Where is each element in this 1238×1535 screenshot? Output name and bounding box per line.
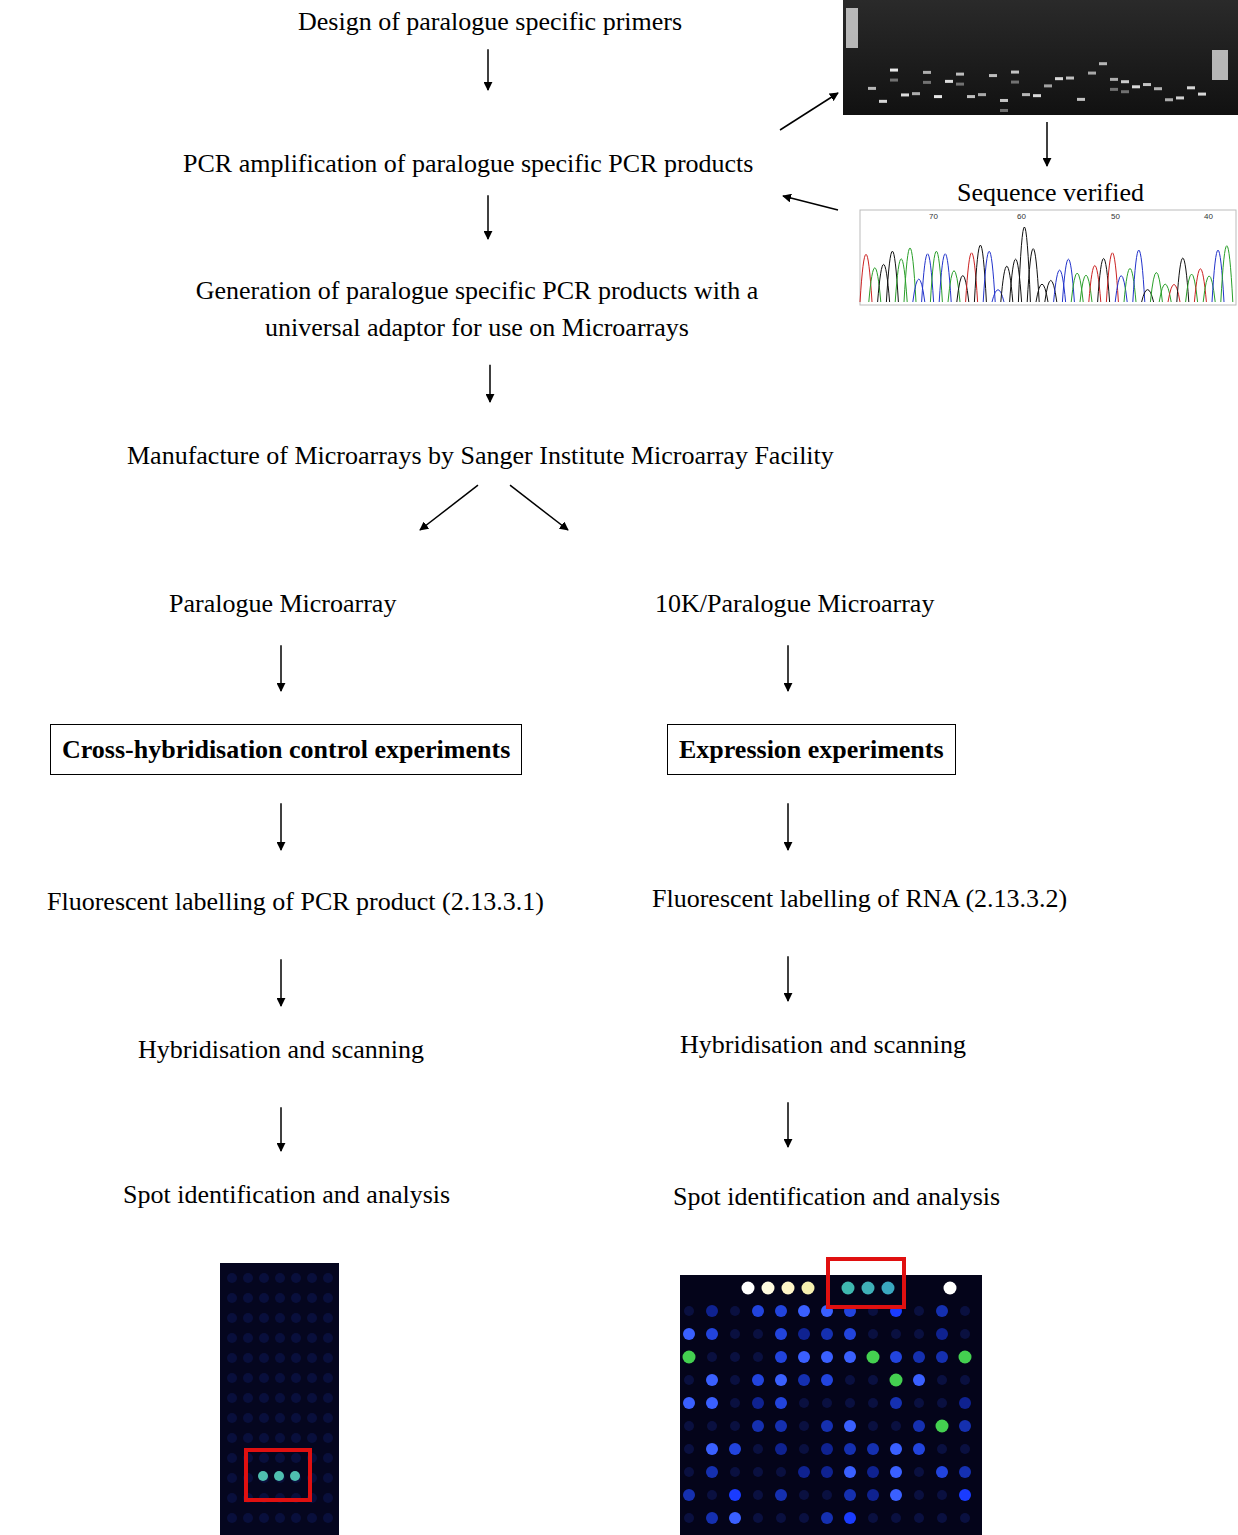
step-text: Hybridisation and scanning xyxy=(680,1029,966,1060)
array-spots xyxy=(227,1273,333,1523)
step-text: 10K/Paralogue Microarray xyxy=(655,588,934,619)
flow-arrow xyxy=(280,803,282,850)
step-text: Fluorescent labelling of RNA (2.13.3.2) xyxy=(652,883,1067,914)
flow-arrow xyxy=(420,485,478,530)
scale-number: 70 xyxy=(929,212,938,221)
flow-arrow xyxy=(787,803,789,850)
process-box: Expression experiments xyxy=(667,724,956,775)
step-text: Paralogue Microarray xyxy=(169,588,396,619)
step-text: Spot identification and analysis xyxy=(673,1181,1000,1212)
step-text: PCR amplification of paralogue specific … xyxy=(183,148,753,179)
flow-arrow xyxy=(280,645,282,691)
process-box: Cross-hybridisation control experiments xyxy=(50,724,522,775)
microarray-scan xyxy=(680,1275,982,1535)
flow-arrow xyxy=(787,645,789,691)
step-label: Sequence verified xyxy=(957,177,1144,208)
step-text: Hybridisation and scanning xyxy=(138,1034,424,1065)
flow-arrow xyxy=(489,365,491,402)
highlight-box xyxy=(246,1450,310,1500)
step-label: 10K/Paralogue Microarray xyxy=(655,588,934,619)
step-label: Generation of paralogue specific PCR pro… xyxy=(167,273,787,347)
arrow xyxy=(783,196,838,210)
step-label: Paralogue Microarray xyxy=(169,588,396,619)
step-label: Spot identification and analysis xyxy=(123,1179,450,1210)
step-label: Design of paralogue specific primers xyxy=(298,6,682,37)
highlight-box xyxy=(828,1259,904,1307)
flow-arrow xyxy=(280,1107,282,1151)
flow-arrow xyxy=(487,195,489,239)
step-text: Manufacture of Microarrays by Sanger Ins… xyxy=(127,440,834,471)
step-label: Expression experiments xyxy=(679,734,944,765)
step-text: Design of paralogue specific primers xyxy=(298,6,682,37)
array-spots xyxy=(683,1282,972,1525)
flow-arrow xyxy=(787,956,789,1001)
step-text: Sequence verified xyxy=(957,177,1144,208)
step-text: Generation of paralogue specific PCR pro… xyxy=(167,273,787,347)
chromatogram-trace xyxy=(860,227,1233,302)
gel-bands xyxy=(846,8,1228,112)
arrow xyxy=(780,93,838,130)
step-label: Fluorescent labelling of RNA (2.13.3.2) xyxy=(652,883,1067,914)
step-label: Cross-hybridisation control experiments xyxy=(62,734,510,765)
step-label: Hybridisation and scanning xyxy=(680,1029,966,1060)
flow-arrow xyxy=(787,1102,789,1147)
gel-image xyxy=(843,0,1238,115)
arrow xyxy=(1046,122,1048,166)
step-label: Hybridisation and scanning xyxy=(138,1034,424,1065)
scale-number: 50 xyxy=(1111,212,1120,221)
step-label: PCR amplification of paralogue specific … xyxy=(183,148,753,179)
chromatogram xyxy=(860,210,1236,305)
step-label: Manufacture of Microarrays by Sanger Ins… xyxy=(127,440,834,471)
step-text: Spot identification and analysis xyxy=(123,1179,450,1210)
step-label: Spot identification and analysis xyxy=(673,1181,1000,1212)
scale-number: 60 xyxy=(1017,212,1026,221)
flow-arrow xyxy=(510,485,568,530)
step-label: Fluorescent labelling of PCR product (2.… xyxy=(47,886,544,917)
flow-arrow xyxy=(487,49,489,90)
flow-arrow xyxy=(280,959,282,1006)
microarray-scan xyxy=(220,1263,339,1535)
step-text: Fluorescent labelling of PCR product (2.… xyxy=(47,886,544,917)
scale-number: 40 xyxy=(1204,212,1213,221)
